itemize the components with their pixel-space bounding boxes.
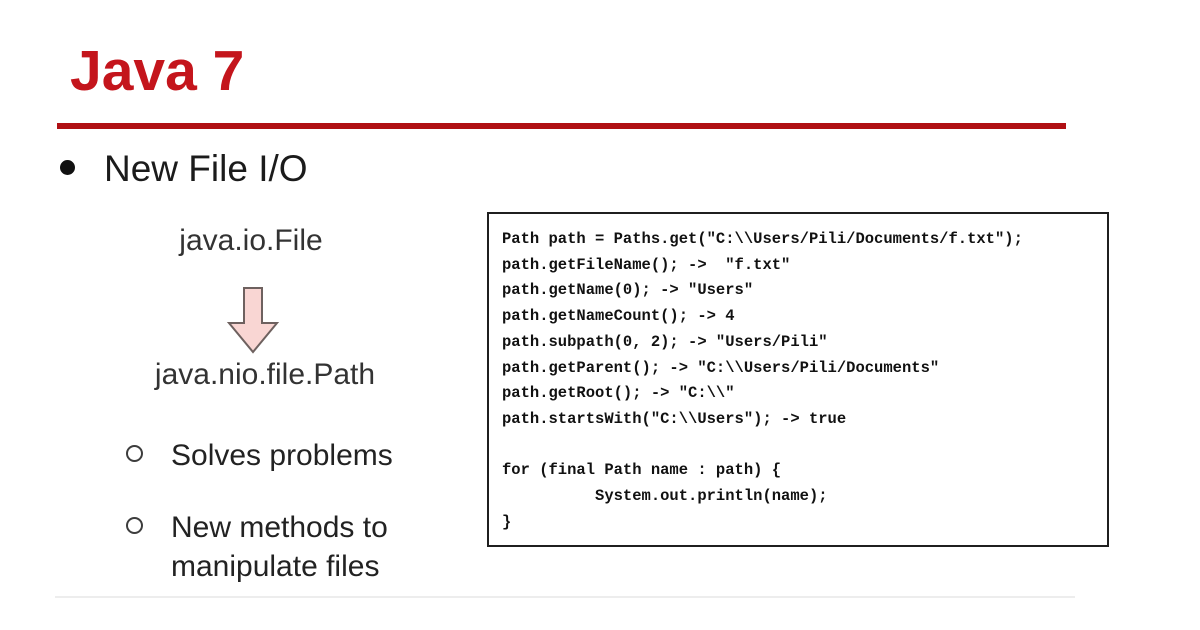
bullet-icon [60,160,75,175]
down-arrow-shape [226,287,280,354]
bullet-label: New File I/O [104,148,308,189]
title-underline-rule [57,123,1066,129]
circle-bullet-icon [126,517,143,534]
sub-bullet-new-methods: New methods to manipulate files [126,508,396,586]
sub-bullet-solves-problems: Solves problems [126,436,396,475]
sub-bullet-label: Solves problems [171,439,393,472]
slide-title: Java 7 [70,39,245,103]
code-box: Path path = Paths.get("C:\\Users/Pili/Do… [487,212,1109,547]
java-nio-file-path-label: java.nio.file.Path [154,358,376,391]
bullet-new-file-io: New File I/O [60,148,308,190]
circle-bullet-icon [126,445,143,462]
sub-bullet-label: New methods to manipulate files [171,511,388,583]
java-io-file-label: java.io.File [179,224,323,257]
bottom-divider [55,596,1075,598]
down-arrow-icon [226,287,280,354]
